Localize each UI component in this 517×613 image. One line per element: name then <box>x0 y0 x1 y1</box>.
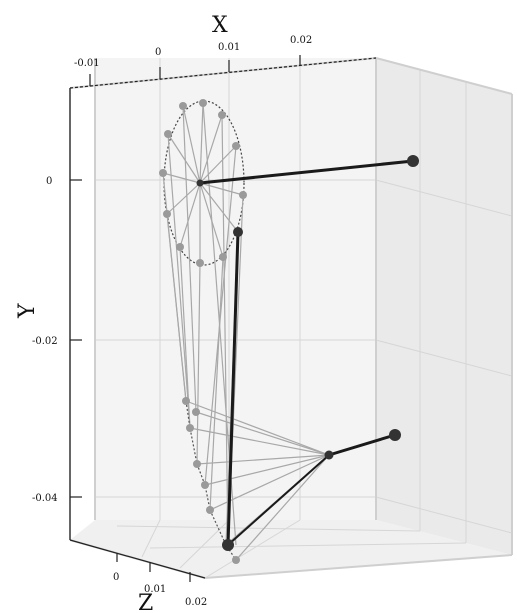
upper-end-node <box>407 155 419 167</box>
y-tick-label: -0.02 <box>32 336 58 347</box>
joint-node <box>233 227 243 237</box>
x-axis-line <box>69 57 377 89</box>
ring-center-node <box>196 179 204 187</box>
vertical-rod <box>226 231 240 546</box>
z-axis-line <box>69 539 206 579</box>
rods <box>199 159 414 546</box>
bottom-node <box>222 539 234 551</box>
axes <box>69 55 377 582</box>
side-wall <box>376 58 512 555</box>
x-tick-label: 0.01 <box>218 42 240 53</box>
x-axis-title: X <box>212 13 228 38</box>
floor-panel <box>70 520 512 578</box>
y-tick-label: 0 <box>46 176 52 187</box>
plot-box <box>70 58 512 578</box>
lower-rod <box>328 433 396 457</box>
lower-end-node <box>389 429 401 441</box>
mesh-nodes <box>159 99 247 564</box>
diagonal-rod <box>227 454 330 546</box>
y-axis-title: Y <box>15 303 40 319</box>
rod-nodes <box>196 155 419 551</box>
z-tick-label: 0.02 <box>185 597 207 608</box>
x-tick-label: 0.02 <box>290 35 312 46</box>
x-tick-label: 0 <box>155 47 161 58</box>
z-tick-label: 0.01 <box>144 584 166 595</box>
x-tick-label: -0.01 <box>74 58 100 69</box>
upper-rod <box>199 159 414 185</box>
y-tick-label: -0.04 <box>32 493 58 504</box>
z-axis-title: Z <box>138 591 153 613</box>
grid-lines <box>95 58 513 579</box>
z-tick-label: 0 <box>113 572 119 583</box>
fan-hub-node <box>324 450 334 460</box>
